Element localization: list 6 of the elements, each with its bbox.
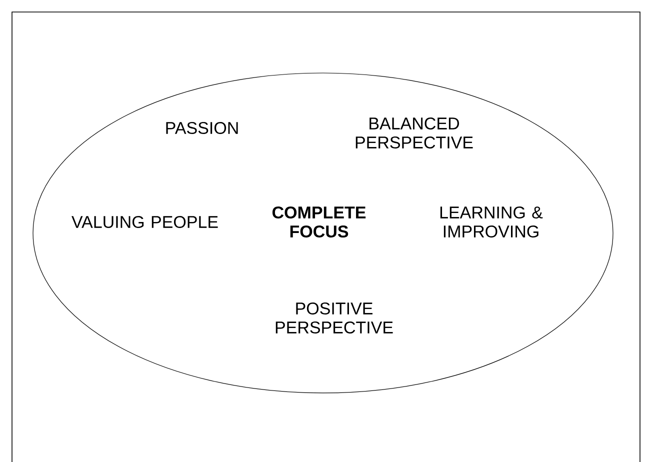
ellipse-text: COMPLETE FOCUS	[272, 206, 366, 238]
ellipse-text: PASSION	[166, 122, 238, 134]
ellipse-text: POSITIVE PERSPECTIVE	[276, 302, 393, 334]
ellipse-text: BALANCED PERSPECTIVE	[356, 117, 473, 149]
ellipse-text: LEARNING & IMPROVING	[440, 206, 543, 238]
ellipse-text: VALUING PEOPLE	[72, 216, 218, 228]
